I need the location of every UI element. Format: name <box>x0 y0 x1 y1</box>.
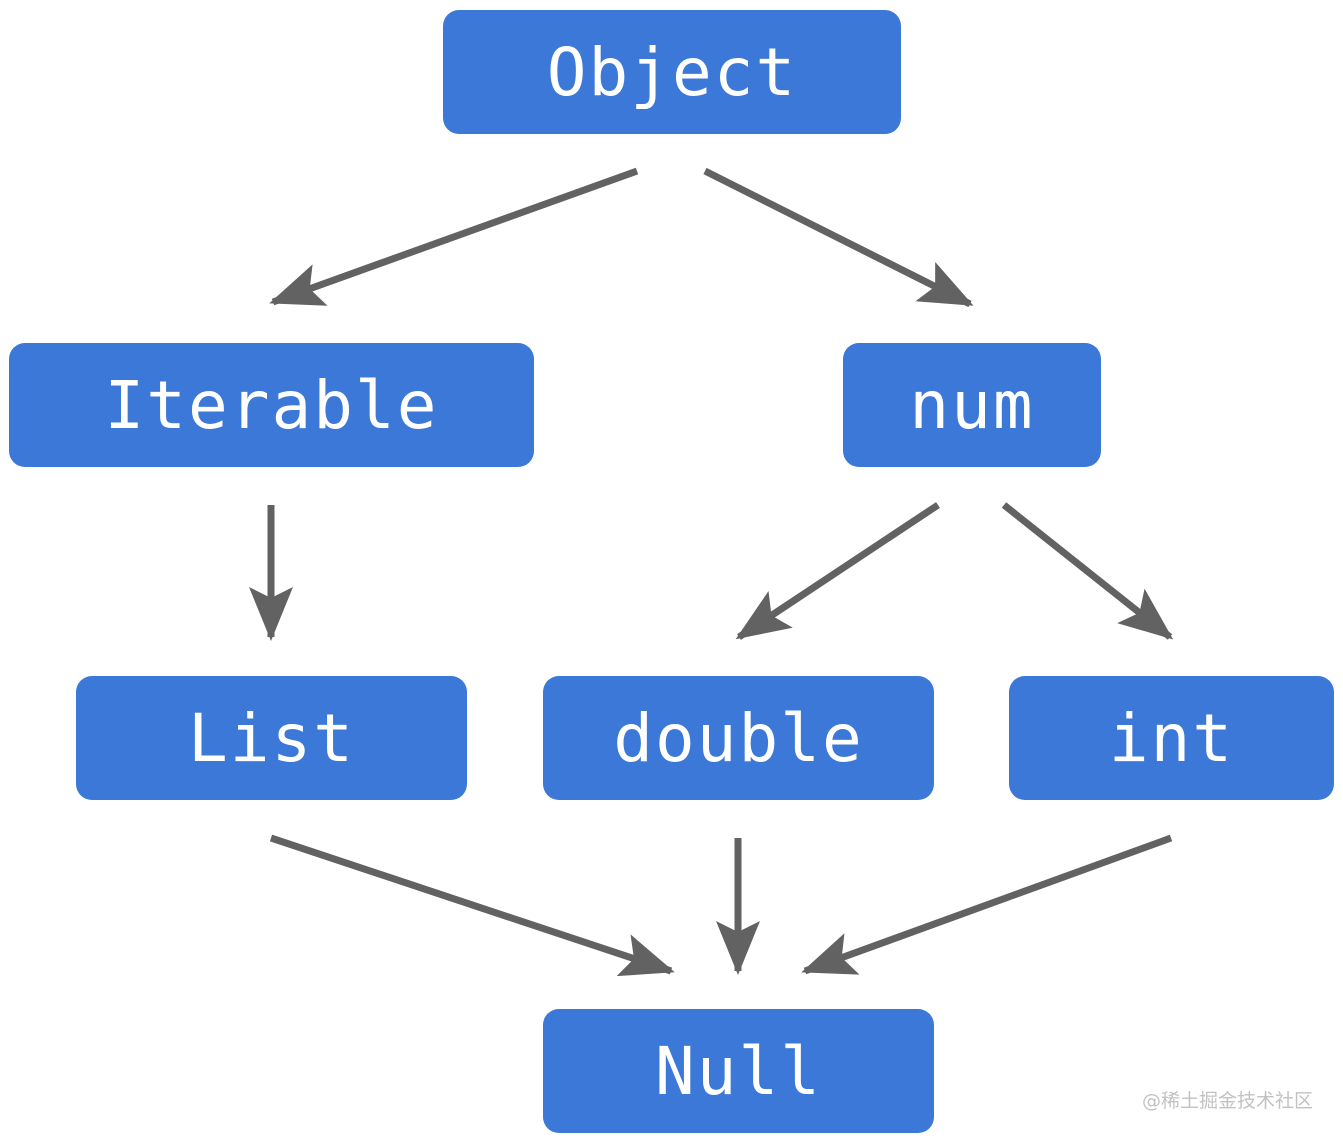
edge-object-num <box>703 167 974 308</box>
node-list-label: List <box>188 699 355 777</box>
edge-num-int <box>1001 502 1174 640</box>
node-null: Null <box>543 1009 934 1133</box>
node-double-label: double <box>613 699 864 777</box>
node-num-label: num <box>909 366 1035 444</box>
edge-list-null <box>269 834 675 977</box>
node-iterable: Iterable <box>9 343 534 467</box>
edge-int-null <box>801 834 1173 975</box>
edge-object-iterable <box>269 167 639 306</box>
node-object-label: Object <box>546 33 798 111</box>
node-int-label: int <box>1108 699 1235 777</box>
node-list: List <box>76 676 467 800</box>
node-iterable-label: Iterable <box>104 366 439 444</box>
node-double: double <box>543 676 934 800</box>
watermark: @稀土掘金技术社区 <box>1141 1090 1313 1112</box>
node-null-label: Null <box>655 1032 822 1110</box>
node-num: num <box>843 343 1101 467</box>
edge-num-double <box>735 502 940 640</box>
node-int: int <box>1009 676 1334 800</box>
node-object: Object <box>443 10 901 134</box>
